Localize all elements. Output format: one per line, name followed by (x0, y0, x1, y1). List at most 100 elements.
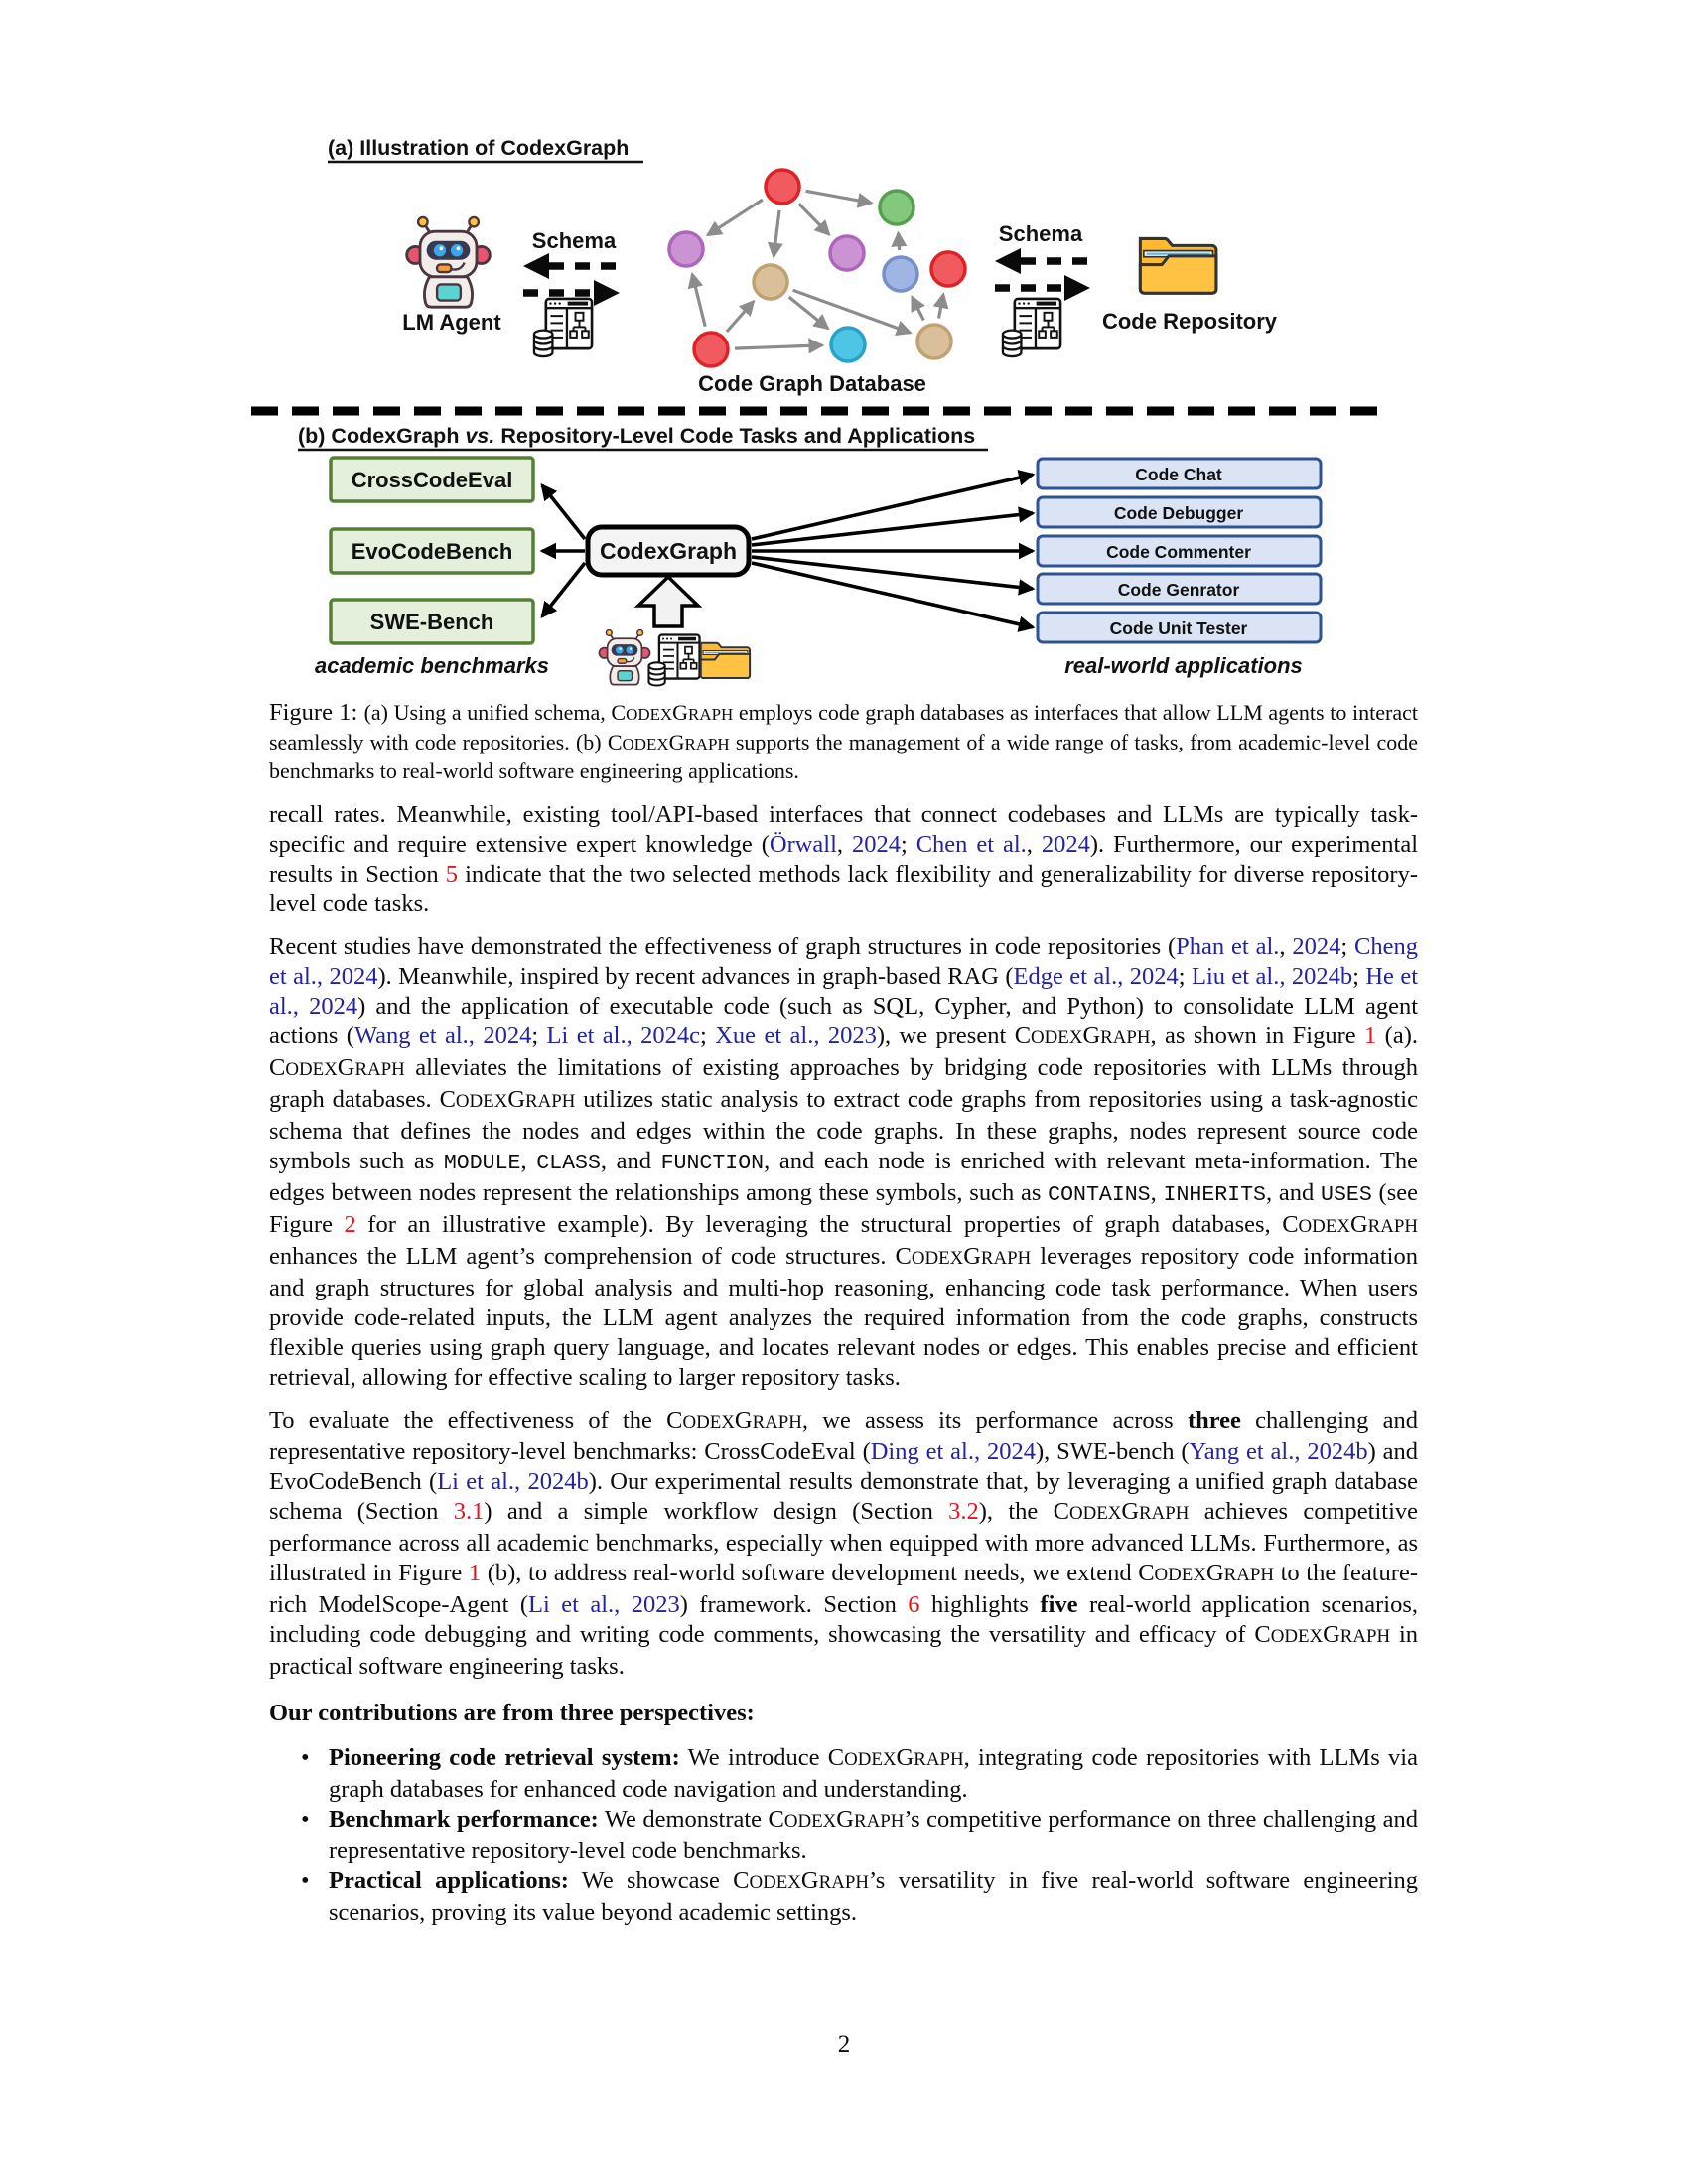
text-segment: real-world application scenarios, includ… (269, 1590, 1418, 1648)
text-segment: three (1187, 1406, 1241, 1433)
section-ref-link[interactable]: 1 (1364, 1022, 1377, 1049)
text-segment: ). Furthermore, our experimental results… (269, 830, 1419, 887)
citation-link[interactable]: Liu et al., 2024b (1191, 962, 1353, 990)
benchmark-box-crosscodeeval (329, 456, 535, 503)
text-segment: challenging and representative repositor… (269, 1406, 1419, 1465)
schema-right-label: Schema (999, 221, 1083, 246)
robot-icon (598, 628, 651, 686)
section-ref-link[interactable]: 5 (445, 860, 459, 887)
schema-left-label: Schema (532, 228, 617, 253)
citation-link[interactable]: Wang et al., 2024 (353, 1022, 532, 1049)
folder-icon (699, 641, 752, 679)
graph-node-red (764, 168, 801, 205)
citation-link[interactable]: Ding et al., 2024 (870, 1437, 1036, 1465)
application-label: Code Debugger (1114, 503, 1243, 523)
text-segment: CLASS (536, 1151, 601, 1175)
text-segment: , (1026, 830, 1042, 858)
text-segment: Figure 1: (269, 699, 364, 726)
text-segment: ; (1340, 932, 1355, 960)
text-segment: Recent studies have demonstrated the eff… (269, 932, 1177, 960)
text-segment: , and (1265, 1178, 1322, 1206)
citation-link[interactable]: He et al., 2024 (269, 962, 1419, 1020)
text-segment: enhances the LLM agent’s comprehension o… (269, 1242, 896, 1270)
benchmark-boxes: CrossCodeEval EvoCodeBench SWE-Bench (329, 456, 535, 645)
citation-link[interactable]: 2024 (1041, 830, 1090, 858)
citation-link[interactable]: Li et al., 2024c (546, 1022, 701, 1049)
graph-node-red (692, 331, 730, 368)
text-segment: We introduce (679, 1743, 828, 1771)
figure-caption: Figure 1: (a) Using a unified schema, CO… (269, 699, 1418, 785)
text-segment: CODEXGRAPH (768, 1805, 905, 1833)
citation-link[interactable]: Cheng et al., 2024 (269, 932, 1418, 990)
body-paragraph-1: recall rates. Meanwhile, existing tool/A… (269, 800, 1418, 919)
section-ref-link[interactable]: 6 (908, 1590, 920, 1618)
text-segment: CODEXGRAPH (1282, 1210, 1418, 1238)
application-arrows (751, 470, 1036, 632)
citation-link[interactable]: Edge et al., 2024 (1013, 962, 1179, 990)
benchmark-arrows (539, 483, 587, 618)
application-boxes: Code Chat Code Debugger Code Commenter C… (1036, 457, 1323, 644)
text-segment: alleviates the limitations of existing a… (269, 1053, 1418, 1113)
citation-link[interactable]: 2024 (851, 830, 901, 858)
application-box-code-commenter (1036, 534, 1323, 568)
text-column: Figure 1: (a) Using a unified schema, CO… (269, 699, 1418, 1928)
citation-link[interactable]: Chen et al. (915, 830, 1027, 858)
text-segment: highlights (919, 1590, 1041, 1618)
text-segment: CODEXGRAPH (1053, 1497, 1190, 1525)
benchmark-label: CrossCodeEval (352, 468, 513, 492)
text-segment: , (1279, 932, 1293, 960)
real-world-applications-caption: real-world applications (1064, 653, 1303, 678)
section-ref-link[interactable]: 2 (344, 1210, 356, 1238)
section-ref-link[interactable]: 3.1 (453, 1497, 485, 1525)
body-text: recall rates. Meanwhile, existing tool/A… (269, 800, 1418, 1682)
text-segment: (a). (1376, 1022, 1418, 1049)
text-segment: MODULE (443, 1151, 521, 1175)
body-paragraph-2: Recent studies have demonstrated the eff… (269, 932, 1418, 1393)
text-segment: ), we present (876, 1022, 1015, 1049)
citation-link[interactable]: Xue et al., 2023 (715, 1022, 877, 1049)
text-segment: , (520, 1147, 537, 1174)
lm-agent-label: LM Agent (402, 310, 501, 335)
text-segment: CODEXGRAPH (439, 1085, 576, 1113)
section-ref-link[interactable]: 1 (468, 1559, 482, 1586)
application-box-code-unit-tester (1036, 611, 1323, 644)
text-segment: ) and a simple workflow design (Section (484, 1497, 949, 1525)
text-segment: five (1040, 1590, 1078, 1618)
graph-node-tan (915, 323, 953, 360)
text-segment: Practical applications: (329, 1866, 569, 1894)
benchmark-label: EvoCodeBench (352, 539, 513, 564)
schema-left-arrows (523, 253, 622, 306)
database-schema-icon (532, 297, 594, 358)
application-label: Code Commenter (1106, 542, 1251, 562)
citation-link[interactable]: Yang et al., 2024b (1189, 1437, 1368, 1465)
citation-link[interactable]: 2024 (1292, 932, 1341, 960)
citation-link[interactable]: Li et al., 2024b (437, 1467, 589, 1495)
contribution-item: Pioneering code retrieval system: We int… (297, 1743, 1418, 1805)
robot-icon (405, 215, 492, 309)
text-segment: We showcase (568, 1866, 734, 1894)
contributions-heading: Our contributions are from three perspec… (269, 1699, 755, 1726)
text-segment: FUNCTION (660, 1151, 765, 1175)
benchmark-box-swe-bench (329, 598, 535, 645)
database-schema-icon (647, 633, 701, 687)
text-segment: CONTAINS (1048, 1182, 1151, 1207)
page-number: 2 (837, 2031, 851, 2058)
application-label: Code Chat (1135, 465, 1222, 484)
citation-link[interactable]: Phan et al. (1176, 932, 1280, 960)
text-segment: ) and EvoCodeBench ( (269, 1437, 1418, 1495)
contributions-list: Pioneering code retrieval system: We int… (269, 1743, 1418, 1928)
text-segment: (b), to address real-world software deve… (481, 1559, 1139, 1586)
text-segment: ’s versatility in five real-world softwa… (329, 1866, 1419, 1926)
text-segment: We demonstrate (598, 1805, 769, 1833)
text-segment: utilizes static analysis to extract code… (269, 1085, 1418, 1174)
text-segment: INHERITS (1163, 1182, 1266, 1207)
text-segment: for an illustrative example). By leverag… (355, 1210, 1283, 1238)
contribution-item: Benchmark performance: We demonstrate CO… (297, 1805, 1418, 1866)
section-ref-link[interactable]: 3.2 (948, 1497, 979, 1525)
citation-link[interactable]: Örwall (769, 830, 837, 858)
application-box-code-genrator (1036, 572, 1323, 606)
text-segment: supports the management of a wide range … (269, 729, 1418, 784)
citation-link[interactable]: Li et al., 2023 (528, 1590, 680, 1618)
